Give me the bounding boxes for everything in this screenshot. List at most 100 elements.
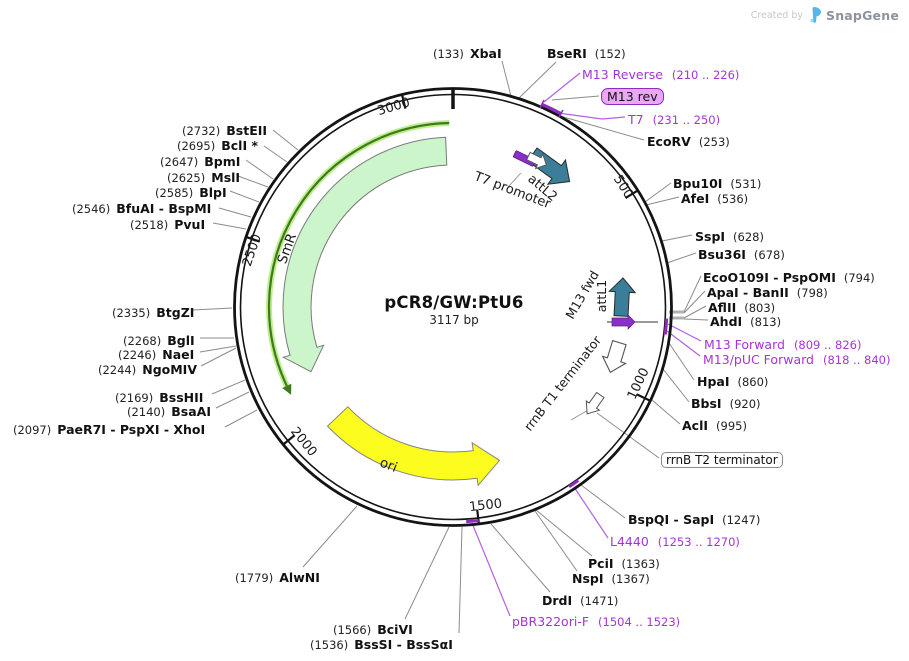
- enzyme-label-bseri[interactable]: BseRI(152): [547, 45, 626, 62]
- enzyme-name: NspI: [572, 571, 604, 586]
- primer-name: M13/pUC Forward: [703, 352, 814, 367]
- enzyme-label-pvui[interactable]: (2518) PvuI: [130, 216, 205, 233]
- enzyme-position: (2585): [155, 186, 194, 200]
- enzyme-position: (2140): [127, 405, 166, 419]
- enzyme-position: (2246): [118, 348, 157, 362]
- enzyme-name: AfeI: [681, 191, 710, 206]
- enzyme-label-btgzi[interactable]: (2335)BtgZI: [112, 304, 194, 321]
- enzyme-label-msli[interactable]: (2625)MslI: [167, 169, 240, 186]
- m13-fwd-primer-glyph[interactable]: [607, 314, 658, 330]
- enzyme-name: Bsu36I: [698, 247, 746, 262]
- enzyme-label-bsshii[interactable]: (2169) BssHII: [115, 389, 203, 406]
- enzyme-label-pcii[interactable]: PciI(1363): [588, 555, 660, 572]
- snapgene-badge[interactable]: Created by SnapGene: [751, 7, 899, 23]
- enzyme-position: (1566): [333, 623, 372, 637]
- enzyme-label-ecoo109i[interactable]: EcoO109I - PspOMI(794): [703, 269, 875, 286]
- primer-range: (210 .. 226): [671, 68, 740, 82]
- enzyme-label-ngomiv[interactable]: (2244) NgoMIV: [98, 361, 197, 378]
- rrnb-t2-terminator-boxed-label[interactable]: rrnB T2 terminator: [661, 452, 783, 469]
- ori-feature-arrow[interactable]: [326, 406, 501, 487]
- smr-gene-arc[interactable]: [266, 120, 450, 395]
- tick-label-2500: 2500: [240, 232, 265, 268]
- primer-range: (1504 .. 1523): [598, 615, 681, 629]
- enzyme-name: PvuI: [174, 217, 206, 232]
- plasmid-backbone-ring: [233, 87, 673, 527]
- enzyme-label-sspi[interactable]: SspI(628): [695, 228, 764, 245]
- enzyme-position: (1536): [310, 638, 349, 652]
- primer-label-l4440[interactable]: L4440(1253 .. 1270): [610, 533, 740, 550]
- brand-text: SnapGene: [826, 7, 899, 23]
- enzyme-label-xbai[interactable]: (133)XbaI: [433, 45, 502, 62]
- enzyme-name: EcoRV: [647, 134, 691, 149]
- enzyme-name: BciVI: [377, 622, 413, 637]
- plasmid-name: pCR8/GW:PtU6: [384, 293, 524, 312]
- enzyme-label-paer7i[interactable]: (2097)PaeR7I - PspXI - XhoI: [13, 421, 205, 438]
- primer-name: M13 Reverse: [582, 67, 663, 82]
- enzyme-name: AlwNI: [279, 570, 320, 585]
- enzyme-name: PaeR7I - PspXI - XhoI: [57, 422, 206, 437]
- enzyme-position: (2169): [115, 391, 154, 405]
- enzyme-position: (2244): [98, 363, 137, 377]
- primer-label-t7[interactable]: T7 (231 .. 250): [628, 111, 720, 128]
- enzyme-label-bspqi[interactable]: BspQI - SapI(1247): [628, 511, 760, 528]
- enzyme-label-bfuai[interactable]: (2546)BfuAI - BspMI: [72, 200, 211, 217]
- t7-promoter-arrow[interactable]: [525, 149, 550, 172]
- enzyme-position: (253): [698, 135, 730, 149]
- enzyme-position: (798): [796, 286, 828, 300]
- enzyme-position: (860): [737, 375, 769, 389]
- enzyme-label-bsteii[interactable]: (2732)BstEII: [182, 122, 267, 139]
- enzyme-position: (2335): [112, 306, 151, 320]
- enzyme-label-bpu10i[interactable]: Bpu10I(531): [673, 175, 761, 192]
- enzyme-label-bcivi[interactable]: (1566) BciVI: [333, 621, 413, 638]
- attl1-label[interactable]: attL1: [594, 280, 609, 312]
- enzyme-label-bsu36i[interactable]: Bsu36I(678): [698, 246, 785, 263]
- enzyme-label-bbsi[interactable]: BbsI(920): [691, 395, 761, 412]
- enzyme-name: NaeI: [162, 347, 195, 362]
- enzyme-name: SspI: [695, 229, 726, 244]
- enzyme-label-bgli[interactable]: (2268)BglI: [123, 332, 195, 349]
- enzyme-label-blpi[interactable]: (2585) BlpI: [155, 184, 227, 201]
- primer-label-m13-puc-forward[interactable]: M13/pUC Forward(818 .. 840): [703, 351, 890, 368]
- enzyme-position: (2695): [177, 139, 216, 153]
- ori-label[interactable]: ori: [377, 455, 399, 476]
- enzyme-label-acli[interactable]: AclI(995): [682, 417, 747, 434]
- attl1-feature-arrow[interactable]: [608, 277, 637, 317]
- primer-name: T7: [628, 112, 644, 127]
- enzyme-name: ApaI - BanII: [707, 285, 789, 300]
- enzyme-label-naei[interactable]: (2246) NaeI: [118, 346, 194, 363]
- enzyme-label-hpai[interactable]: HpaI(860): [697, 373, 768, 390]
- created-by-text: Created by: [750, 9, 803, 21]
- enzyme-name: BlpI: [199, 185, 227, 200]
- enzyme-label-alwni[interactable]: (1779)AlwNI: [235, 569, 320, 586]
- enzyme-label-bpmi[interactable]: (2647)BpmI: [160, 153, 240, 170]
- enzyme-label-drdi[interactable]: DrdI(1471): [542, 592, 618, 609]
- enzyme-label-ecorv[interactable]: EcoRV (253): [647, 133, 730, 150]
- enzyme-label-bsssi[interactable]: (1536)BssSI - BssSαI: [310, 636, 453, 653]
- rrnb-t1-terminator-label[interactable]: rrnB T1 terminator: [521, 332, 605, 434]
- enzyme-label-bsaai[interactable]: (2140)BsaAI: [127, 403, 211, 420]
- enzyme-label-apai[interactable]: ApaI - BanII (798): [707, 284, 828, 301]
- primer-label-m13-reverse[interactable]: M13 Reverse (210 .. 226): [582, 66, 739, 83]
- enzyme-label-aflii[interactable]: AflII(803): [708, 299, 775, 316]
- primer-label-m13-forward[interactable]: M13 Forward(809 .. 826): [704, 336, 861, 353]
- enzyme-label-nspi[interactable]: NspI(1367): [572, 570, 650, 587]
- enzyme-label-afei[interactable]: AfeI(536): [681, 190, 748, 207]
- enzyme-name: AflII: [708, 300, 737, 315]
- rrnb-t1-terminator-arrow[interactable]: [599, 339, 631, 376]
- enzyme-position: (2625): [167, 171, 206, 185]
- enzyme-label-bcli[interactable]: (2695)BclI *: [177, 137, 258, 154]
- enzyme-name: BssHII: [159, 390, 204, 405]
- primer-range: (231 .. 250): [652, 113, 721, 127]
- enzyme-position: (2518): [130, 218, 169, 232]
- primer-label-pbr322ori-f[interactable]: pBR322ori-F(1504 .. 1523): [512, 613, 680, 630]
- smr-feature-arrow[interactable]: [281, 136, 448, 373]
- rrnb-t2-terminator-arrow[interactable]: [581, 390, 607, 418]
- enzyme-label-ahdi[interactable]: AhdI(813): [710, 313, 781, 330]
- enzyme-name: BspQI - SapI: [628, 512, 715, 527]
- enzyme-name: DrdI: [542, 593, 573, 608]
- enzyme-name: BglI: [167, 333, 195, 348]
- m13-rev-boxed-label[interactable]: M13 rev: [601, 88, 664, 105]
- enzyme-name: BseRI: [547, 46, 587, 61]
- enzyme-name: NgoMIV: [142, 362, 198, 377]
